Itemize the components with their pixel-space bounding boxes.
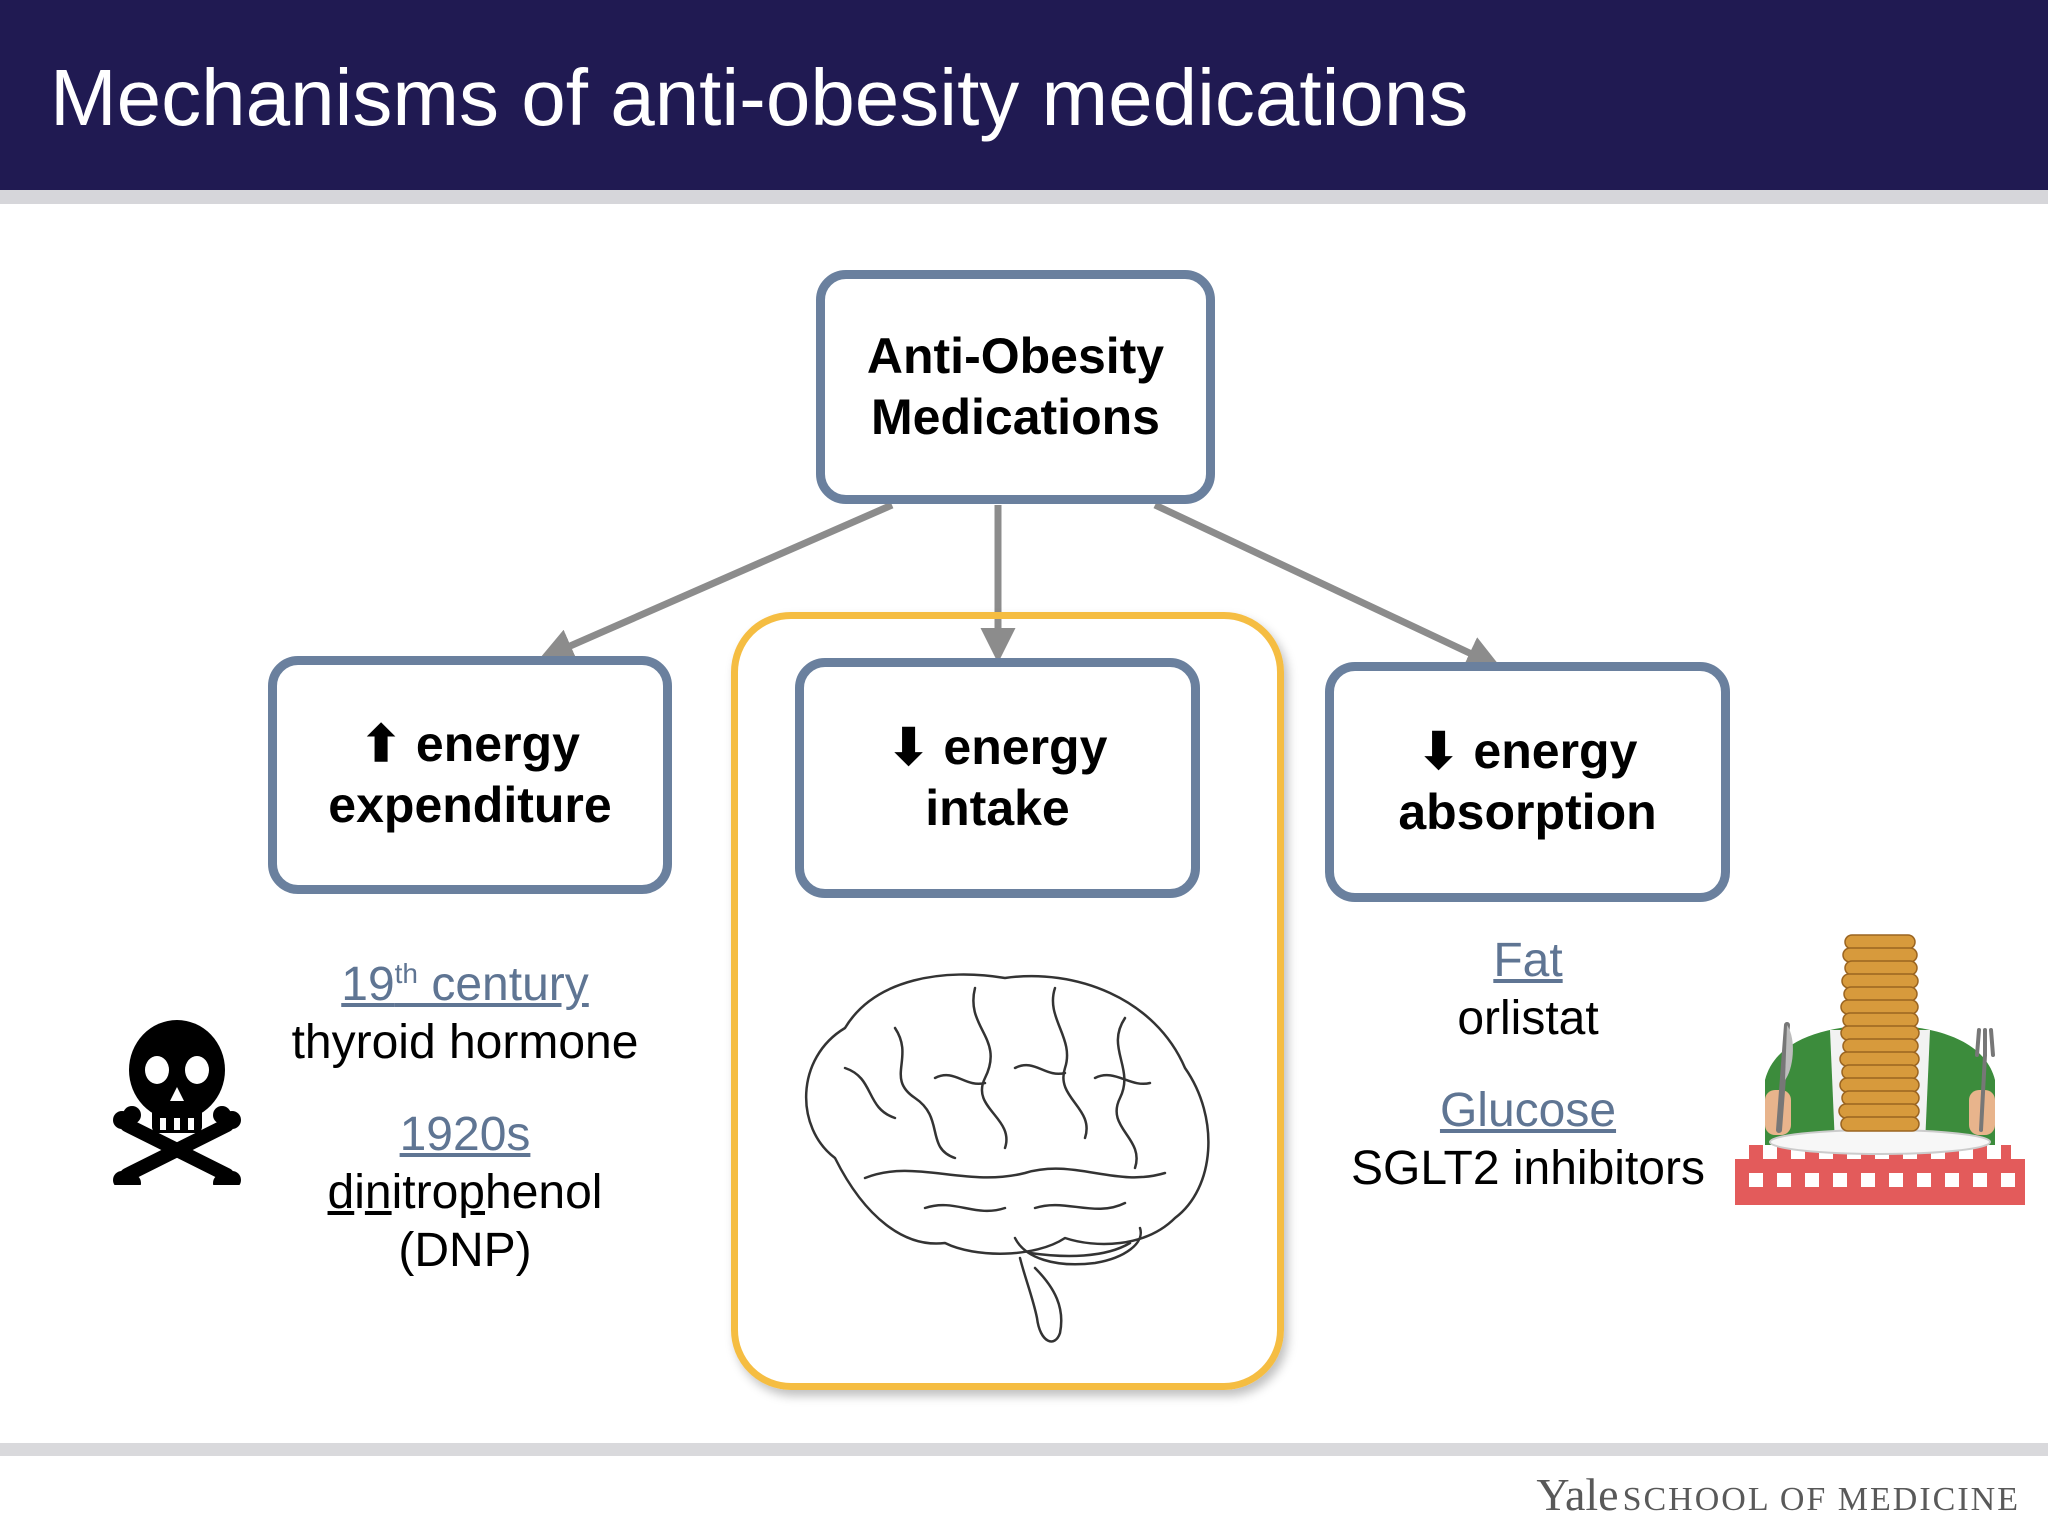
node-absorption-line1: energy xyxy=(1473,723,1638,779)
target-glucose: Glucose xyxy=(1439,1084,1617,1137)
drug-thyroid-hormone: thyroid hormone xyxy=(291,1016,639,1069)
node-anti-obesity-medications: Anti-Obesity Medications xyxy=(816,270,1215,504)
footer-divider xyxy=(0,1443,2048,1456)
brain-illustration xyxy=(805,973,1210,1343)
era-1920s: 1920s xyxy=(399,1108,531,1161)
target-fat: Fat xyxy=(1493,934,1563,987)
node-top-line2: Medications xyxy=(871,389,1160,445)
node-intake-line1: energy xyxy=(943,719,1108,775)
skull-crossbones-icon xyxy=(113,1020,241,1185)
drug-orlistat: orlistat xyxy=(1457,992,1599,1045)
left-notes: 19th century thyroid hormone 1920s dinit… xyxy=(270,945,660,1280)
up-arrow-icon: ⬆ xyxy=(360,716,403,772)
node-expenditure-line1: energy xyxy=(415,716,580,772)
right-notes: Fat orlistat Glucose SGLT2 inhibitors xyxy=(1318,932,1738,1198)
drug-dnp-abbreviation: (DNP) xyxy=(398,1224,532,1277)
header-bar: Mechanisms of anti-obesity medications xyxy=(0,0,2048,190)
node-energy-absorption: ⬇ energy absorption xyxy=(1325,662,1730,902)
drug-dinitrophenol: dinitrophenol xyxy=(327,1166,603,1219)
arrow-to-absorption xyxy=(1153,501,1502,669)
node-absorption-line2: absorption xyxy=(1398,784,1657,840)
down-arrow-icon: ⬇ xyxy=(887,719,930,775)
header-divider xyxy=(0,190,2048,204)
drug-sglt2-inhibitors: SGLT2 inhibitors xyxy=(1351,1142,1705,1195)
node-energy-expenditure: ⬆ energy expenditure xyxy=(268,656,672,894)
slide-title: Mechanisms of anti-obesity medications xyxy=(50,53,1469,142)
yale-school-of-medicine-logo: Yale SCHOOL OF MEDICINE xyxy=(1536,1469,2020,1520)
intake-highlight-frame xyxy=(731,612,1284,1390)
node-intake-line2: intake xyxy=(925,780,1070,836)
arrow-to-expenditure xyxy=(538,501,894,662)
node-expenditure-line2: expenditure xyxy=(328,777,612,833)
node-energy-intake: ⬇ energy intake xyxy=(795,658,1200,898)
era-19th-century: 19th century xyxy=(341,958,589,1011)
down-arrow-icon: ⬇ xyxy=(1417,723,1460,779)
node-top-line1: Anti-Obesity xyxy=(866,328,1165,384)
pancake-stack-illustration xyxy=(1735,934,2025,1205)
